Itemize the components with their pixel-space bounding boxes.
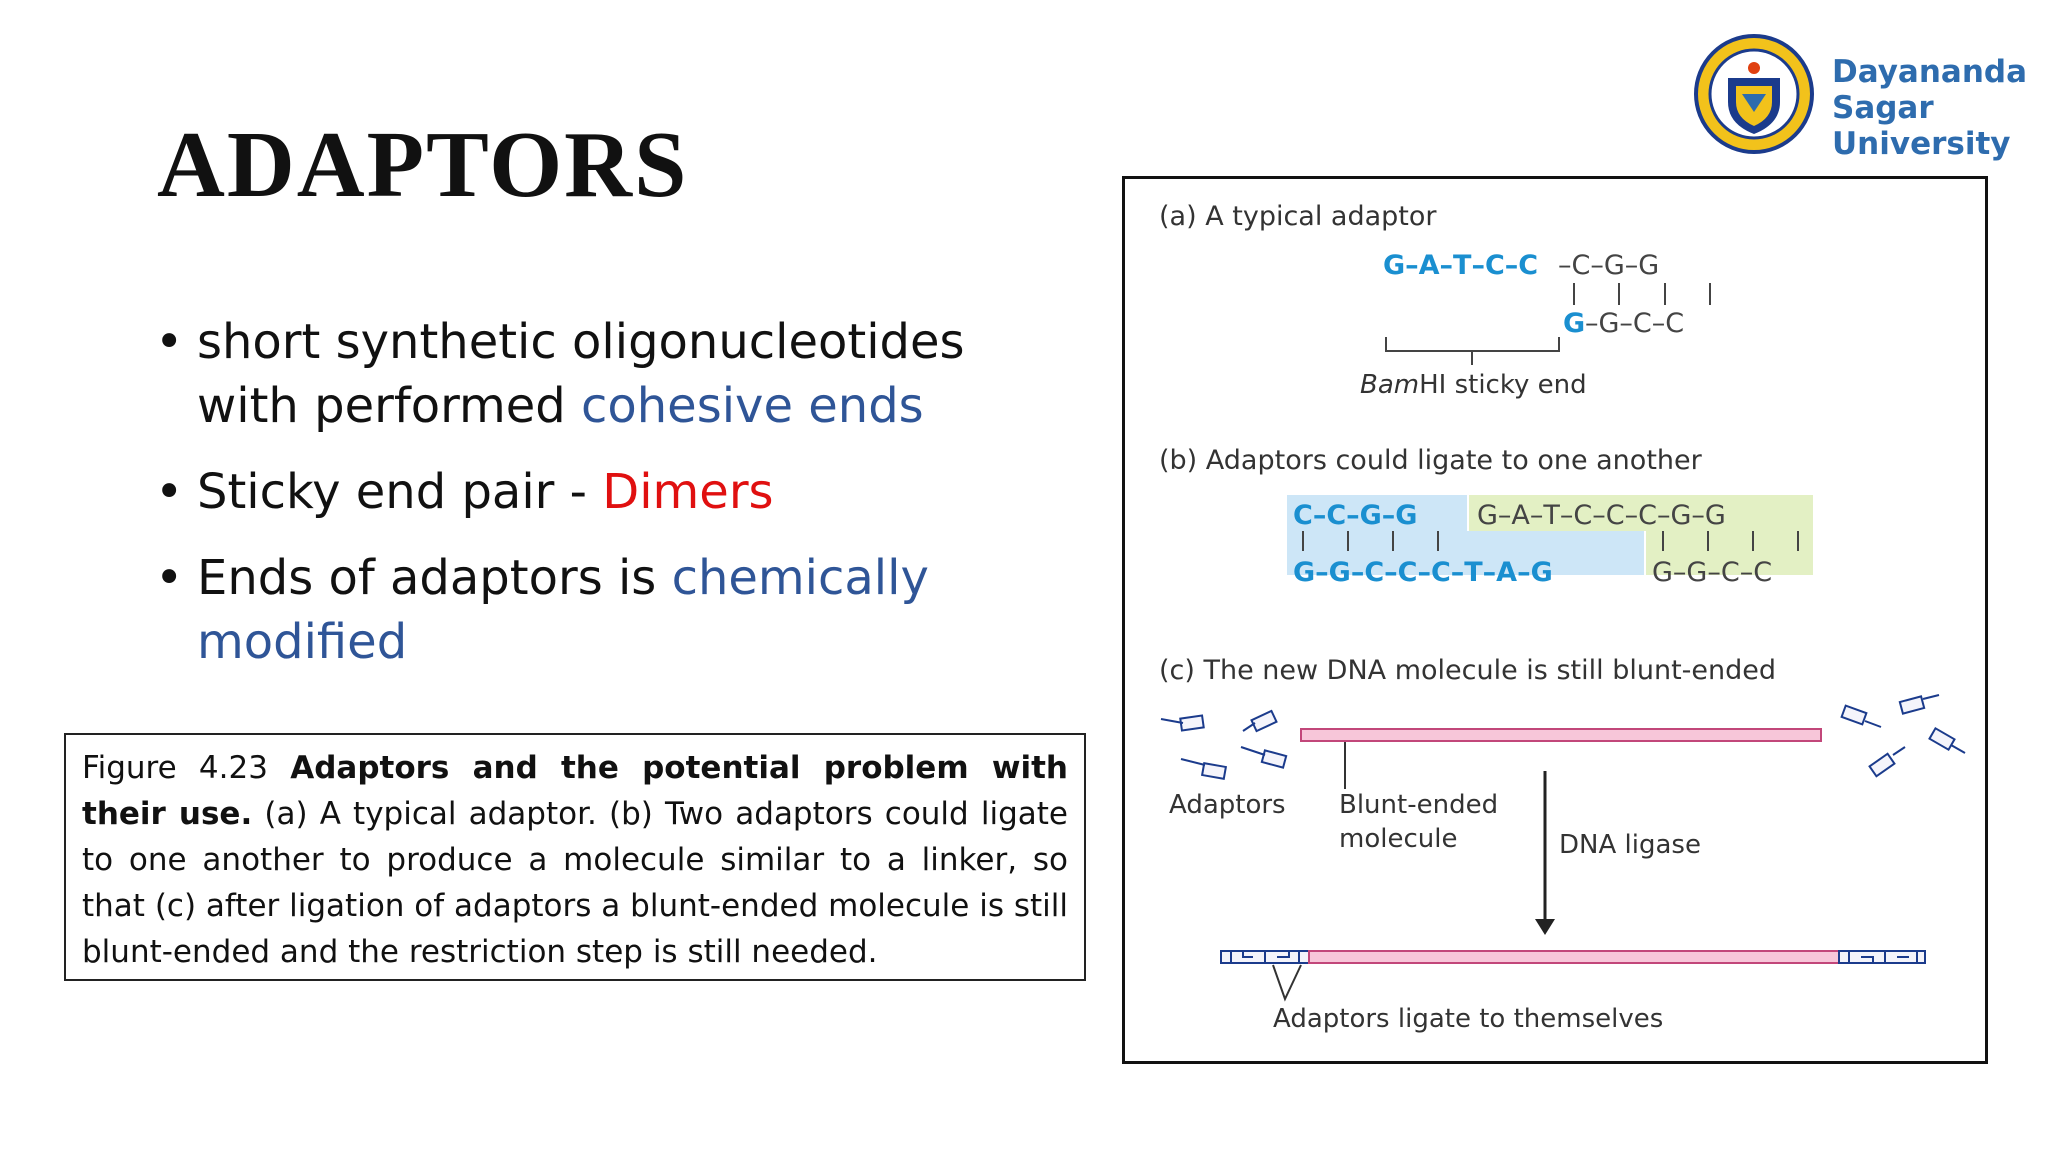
bullet-dot: •	[155, 464, 184, 520]
right-adaptor-box-bottom	[1646, 531, 1813, 575]
bullet-text: Ends of adaptors is	[197, 550, 672, 606]
adaptors-ligate-label: Adaptors ligate to themselves	[1273, 1004, 1663, 1034]
blunt-ended-label-line1: Blunt-ended	[1339, 790, 1498, 820]
panel-b-label: (b) Adaptors could ligate to one another	[1159, 445, 1703, 476]
caption-body: (a) A typical adaptor. (b) Two adaptors …	[82, 796, 1068, 970]
free-adaptors-left	[1160, 709, 1288, 780]
university-name: Dayananda Sagar University	[1832, 54, 2048, 162]
panel-a-top-strand-gray: –C–G–G	[1558, 250, 1659, 281]
panel-a-bottom-strand-blue: G	[1563, 308, 1585, 339]
caption-bold-title: Adaptors and the potential problem with …	[82, 750, 1068, 832]
blunt-ended-molecule	[1300, 728, 1822, 742]
panel-a-label: (a) A typical adaptor	[1159, 201, 1437, 232]
slide-title: ADAPTORS	[157, 113, 689, 217]
left-adaptor-box-bottom	[1287, 531, 1644, 575]
caption-figure-label: Figure 4.23	[82, 750, 291, 786]
left-adaptor-box-top	[1287, 495, 1467, 531]
bullet-text: Sticky end pair -	[197, 464, 603, 520]
bullet-highlight: cohesive ends	[581, 378, 924, 434]
figure-caption: Figure 4.23 Adaptors and the potential p…	[64, 733, 1086, 981]
blunt-ended-label-line2: molecule	[1339, 824, 1457, 854]
university-name-line2: University	[1832, 126, 2011, 162]
bullet-item: • short synthetic oligonucleotides with …	[155, 310, 1055, 438]
bullet-dot: •	[155, 314, 184, 370]
bullet-list: • short synthetic oligonucleotides with …	[155, 310, 1055, 696]
bullet-highlight: Dimers	[602, 464, 774, 520]
panel-b-left-bottom: G–G–C–C–C–T–A–G	[1293, 557, 1553, 588]
dna-ligase-label: DNA ligase	[1559, 830, 1701, 860]
ligase-arrowhead	[1535, 919, 1555, 935]
sticky-end-bracket	[1385, 337, 1560, 365]
panel-a-top-strand-blue: G–A–T–C–C	[1383, 250, 1538, 281]
panel-b-bonds	[1302, 531, 1799, 551]
panel-b-right-top: G–A–T–C–C–C–G–G	[1477, 500, 1726, 531]
panel-a-bottom-strand-gray: –G–C–C	[1585, 308, 1684, 339]
free-adaptors-right	[1840, 694, 1966, 778]
panel-a-bracket-label: BamHI sticky end	[1360, 370, 1587, 400]
bullet-item: • Ends of adaptors is chemically modifie…	[155, 546, 1055, 674]
panel-b-left-top: C–C–G–G	[1293, 500, 1417, 531]
bullet-item: • Sticky end pair - Dimers	[155, 460, 1055, 524]
ligated-product	[1220, 950, 1926, 964]
panel-c-label: (c) The new DNA molecule is still blunt-…	[1159, 655, 1776, 686]
university-name-line1: Dayananda Sagar	[1832, 54, 2027, 126]
bullet-dot: •	[155, 550, 184, 606]
bullet-highlight: chemically modified	[197, 550, 929, 670]
adaptor-figure: (a) A typical adaptor G–A–T–C–C –C–G–G G…	[1122, 176, 1988, 1064]
right-adaptor-box-top	[1469, 495, 1813, 531]
university-seal-icon	[1692, 32, 1816, 161]
bullet-text: short synthetic oligonucleotides with pe…	[197, 314, 965, 434]
panel-a-bonds	[1573, 283, 1711, 305]
panel-b-right-bottom: G–G–C–C	[1652, 557, 1772, 588]
self-ligation-pointer	[1272, 964, 1302, 1002]
adaptors-label: Adaptors	[1169, 790, 1286, 820]
